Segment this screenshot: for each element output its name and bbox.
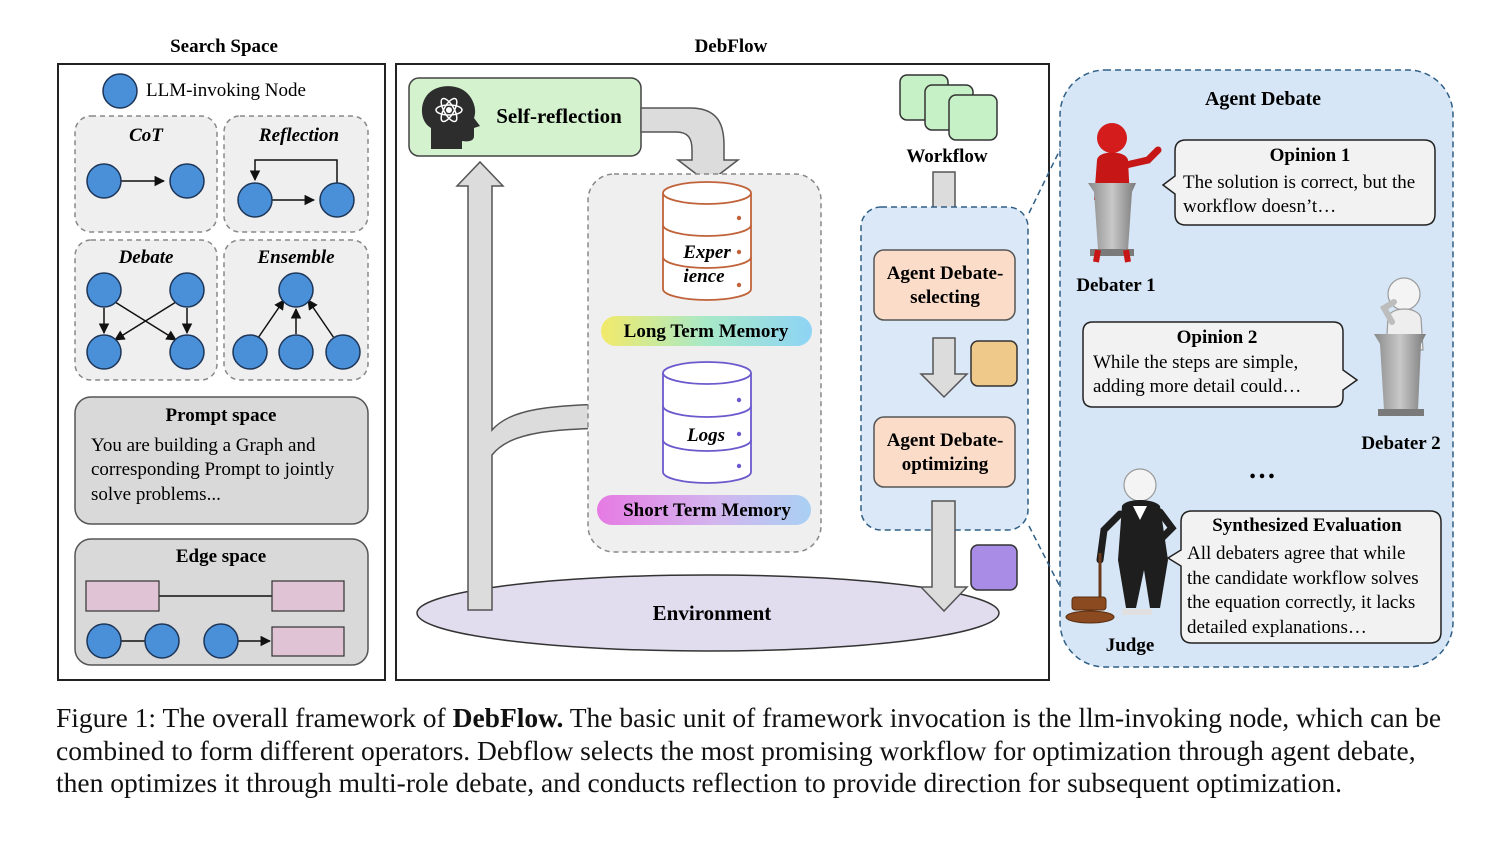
opinion-2-bubble: Opinion 2 While the steps are simple, ad… — [1082, 321, 1359, 408]
debater-2-figure — [1374, 277, 1426, 416]
operator-debate-label: Debate — [118, 247, 174, 268]
caption-body: The basic unit of framework invocation i… — [56, 702, 1442, 798]
agent-debate-panel: Agent Debate Debater 1 Opinion 1 The sol… — [1059, 69, 1454, 668]
logs-label: Logs — [686, 425, 725, 446]
agent-debate-selecting-box: Agent Debate- selecting — [873, 249, 1016, 321]
caption-prefix: Figure 1: The overall framework of — [56, 702, 453, 733]
agent-debate-optimizing-box: Agent Debate- optimizing — [873, 416, 1016, 488]
prompt-space-title: Prompt space — [166, 405, 277, 426]
operator-debate: Debate — [74, 239, 218, 381]
experience-database-icon — [662, 181, 752, 301]
framework-figure: Search Space LLM-invoking Node CoT Refle… — [57, 36, 1454, 681]
ai-head-icon — [421, 86, 480, 149]
selecting-to-optimizing-arrow — [919, 337, 969, 399]
operator-cot: CoT — [74, 115, 218, 233]
legend-label: LLM-invoking Node — [146, 80, 306, 101]
operator-cot-label: CoT — [129, 125, 164, 146]
opinion-2-title: Opinion 2 — [1177, 327, 1258, 348]
selected-workflow-square — [970, 340, 1018, 387]
prompt-space-text-3: solve problems... — [91, 484, 221, 505]
prompt-space-text-2: corresponding Prompt to jointly — [91, 459, 335, 480]
synthesized-evaluation-text-4: detailed explanations… — [1187, 617, 1367, 638]
optimized-workflow-square — [970, 544, 1018, 591]
synthesized-evaluation-title: Synthesized Evaluation — [1212, 515, 1402, 536]
more-debaters-ellipsis: … — [1248, 454, 1276, 485]
operator-reflection: Reflection — [223, 115, 369, 233]
caption-bold-title: DebFlow. — [452, 702, 564, 733]
experience-label-2: ience — [683, 266, 725, 287]
agent-debate-optimizing-line1: Agent Debate- — [887, 430, 1004, 451]
zoom-line-bottom — [1028, 525, 1078, 621]
search-space-title: Search Space — [170, 36, 278, 57]
debflow-title: DebFlow — [695, 36, 768, 57]
short-term-memory-pill — [597, 495, 811, 525]
debflow-panel: DebFlow Environment Self-reflection — [395, 36, 1050, 681]
edge-space-title: Edge space — [176, 546, 266, 567]
synthesized-evaluation-text-2: the candidate workflow solves — [1187, 568, 1419, 589]
synthesized-evaluation-bubble: Synthesized Evaluation All debaters agre… — [1166, 510, 1442, 644]
logs-database-icon — [662, 361, 752, 484]
long-term-memory-label: Long Term Memory — [624, 321, 789, 342]
self-reflection-label: Self-reflection — [496, 104, 622, 128]
short-term-memory-label: Short Term Memory — [623, 500, 791, 521]
legend-node-icon — [102, 73, 138, 109]
debater-1-figure — [1088, 123, 1162, 263]
self-reflection-box: Self-reflection — [408, 77, 642, 157]
opinion-1-title: Opinion 1 — [1270, 145, 1351, 166]
opinion-1-text-2: workflow doesn’t… — [1183, 196, 1336, 217]
environment-label: Environment — [653, 601, 772, 625]
opinion-2-text-1: While the steps are simple, — [1093, 352, 1298, 373]
synthesized-evaluation-text-3: the equation correctly, it lacks — [1187, 592, 1415, 613]
workflow-icon — [899, 74, 998, 141]
judge-figure — [1065, 468, 1177, 624]
workflow-label: Workflow — [906, 146, 988, 167]
environment-ellipse — [416, 574, 1000, 652]
operator-ensemble-label: Ensemble — [256, 247, 335, 268]
figure-caption: Figure 1: The overall framework of DebFl… — [56, 702, 1466, 800]
opinion-1-bubble: Opinion 1 The solution is correct, but t… — [1161, 139, 1436, 226]
optimizing-to-environment-arrow — [919, 500, 969, 613]
agent-debate-title: Agent Debate — [1205, 88, 1321, 110]
operator-reflection-label: Reflection — [258, 125, 339, 146]
operator-ensemble: Ensemble — [223, 239, 369, 381]
debater-2-label: Debater 2 — [1361, 433, 1440, 454]
opinion-2-text-2: adding more detail could… — [1093, 376, 1301, 397]
synthesized-evaluation-text-1: All debaters agree that while — [1187, 543, 1405, 564]
search-space-panel: Search Space LLM-invoking Node CoT Refle… — [57, 36, 386, 681]
debater-1-label: Debater 1 — [1076, 275, 1155, 296]
long-term-memory-pill — [601, 316, 812, 346]
edge-space: Edge space — [74, 538, 369, 666]
judge-label: Judge — [1106, 635, 1155, 656]
experience-label-1: Exper — [682, 242, 731, 263]
agent-debate-selecting-line2: selecting — [910, 287, 980, 308]
prompt-space-text-1: You are building a Graph and — [91, 435, 316, 456]
prompt-space: Prompt space You are building a Graph an… — [74, 396, 369, 525]
agent-debate-selecting-line1: Agent Debate- — [887, 263, 1004, 284]
agent-debate-optimizing-line2: optimizing — [902, 454, 989, 475]
opinion-1-text-1: The solution is correct, but the — [1183, 172, 1415, 193]
